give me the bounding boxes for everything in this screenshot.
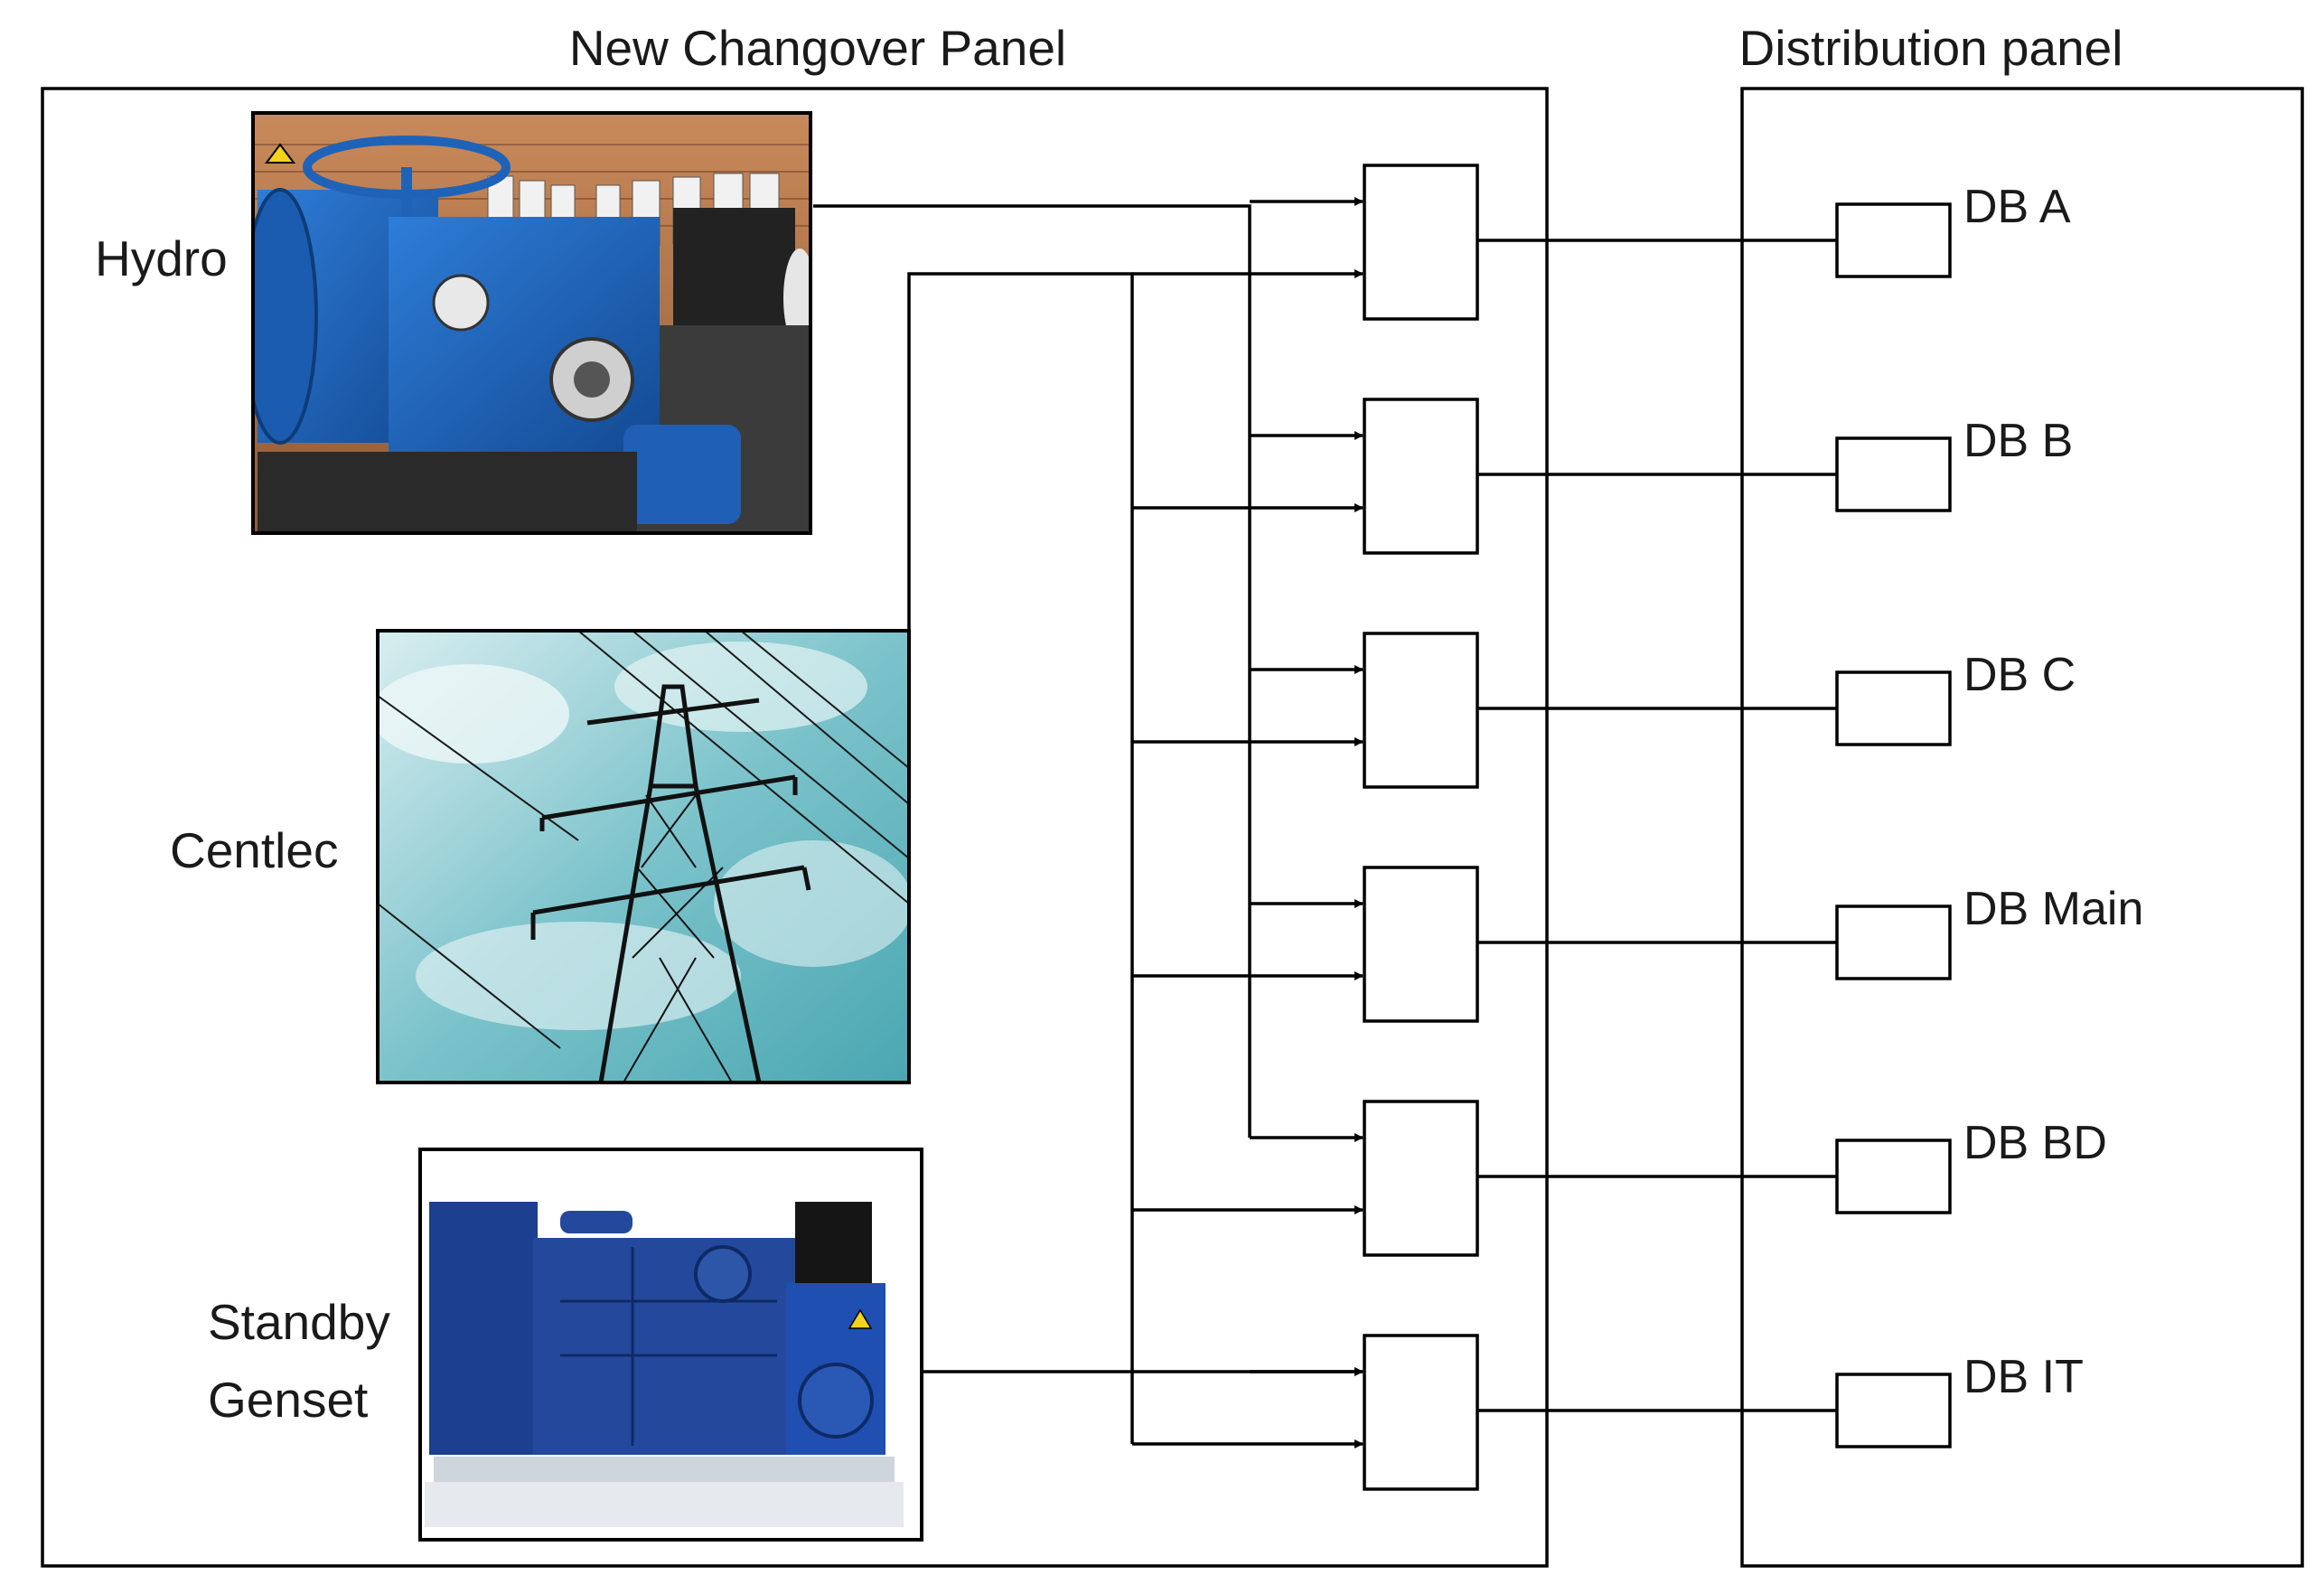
distribution-board-label: DB C [1963,649,2076,701]
changeover-panel-frame [41,87,1549,1568]
distribution-board-box [1835,1373,1952,1448]
distribution-boards: DB A DB B DB C DB Main DB BD DB IT [1835,181,2143,1448]
hydro-bus [813,204,1251,1138]
changeover-switch-box [1363,398,1479,555]
hydro-turbine-photo-icon [251,111,812,535]
distribution-board-label: DB BD [1963,1117,2107,1169]
distribution-panel-title: Distribution panel [1739,20,2123,76]
source-label-genset-line2: Genset [208,1372,368,1428]
centlec-bus [907,272,1134,1444]
changeover-switches [1363,164,1479,1491]
source-label-centlec: Centlec [170,822,338,878]
distribution-panel-frame [1740,87,2304,1568]
distribution-board-box [1835,202,1952,278]
changeover-panel-title: New Changover Panel [569,20,1066,76]
diesel-generator-photo-icon [418,1148,923,1542]
changeover-switch-box [1363,1100,1479,1257]
distribution-board-box [1835,670,1952,746]
changeover-switch-box [1363,632,1479,789]
distribution-board-label: DB IT [1963,1351,2084,1403]
power-pylon-photo-icon [376,629,911,1084]
changeover-switch-box [1363,866,1479,1023]
distribution-board-label: DB B [1963,415,2073,467]
source-label-hydro: Hydro [95,230,228,286]
changeover-switch-box [1363,1334,1479,1491]
distribution-board-box [1835,1139,1952,1214]
source-label-genset-line1: Standby [208,1294,390,1350]
distribution-board-box [1835,436,1952,512]
distribution-board-box [1835,904,1952,980]
changeover-switch-box [1363,164,1479,321]
wiring [813,197,1837,1448]
distribution-board-label: DB Main [1963,883,2143,935]
distribution-board-label: DB A [1963,181,2071,233]
